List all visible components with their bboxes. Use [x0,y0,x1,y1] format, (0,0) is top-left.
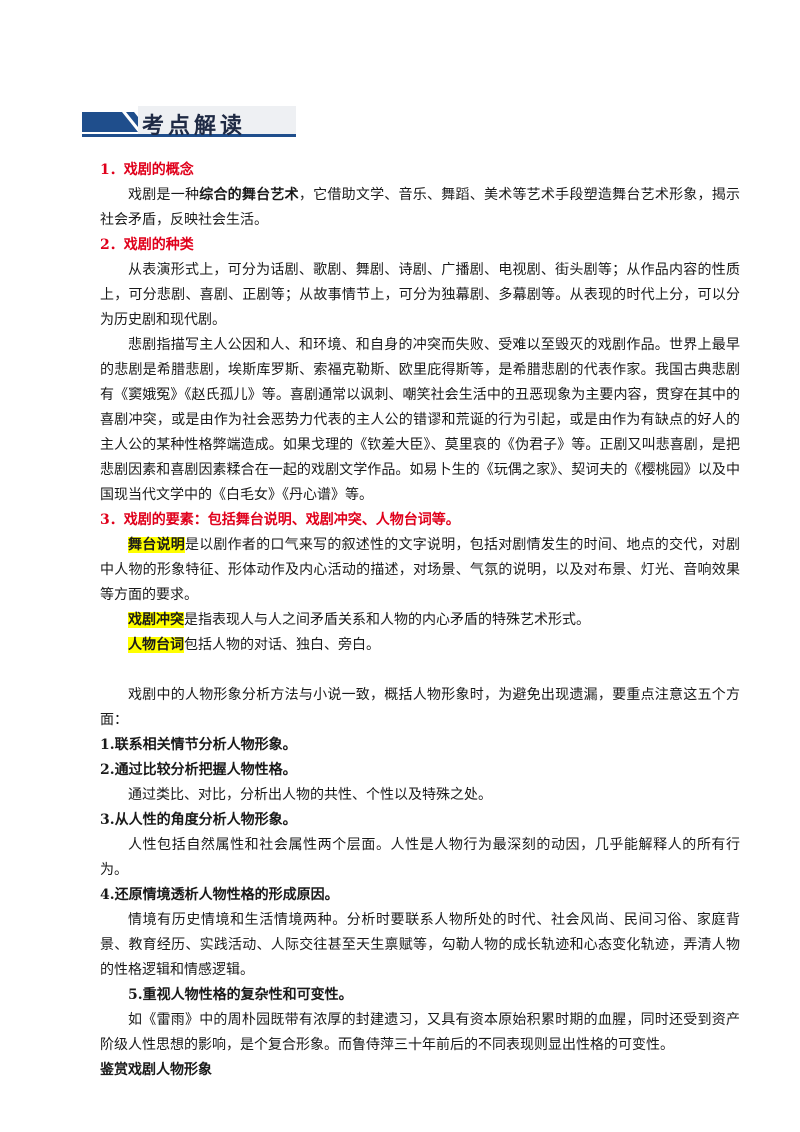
section-banner: 考点解读 [82,106,296,140]
para-drama-concept: 戏剧是一种综合的舞台艺术，它借助文学、音乐、舞蹈、美术等艺术手段塑造舞台艺术形象… [100,183,740,233]
text: 包括人物的对话、独白、旁白。 [184,637,380,653]
text: 是以剧作者的口气来写的叙述性的文字说明，包括对剧情发生的时间、地点的交代，对剧中… [100,537,740,603]
para-point-2: 通过类比、对比，分析出人物的共性、个性以及特殊之处。 [128,787,492,803]
text: 是指表现人与人之间矛盾关系和人物的内心矛盾的特殊艺术形式。 [184,612,590,628]
bold-term: 综合的舞台艺术 [199,187,299,203]
heading-point-4: 4.还原情境透析人物性格的形成原因。 [100,887,339,903]
para-point-5: 如《雷雨》中的周朴园既带有浓厚的封建遗习，又具有资本原始积累时期的血腥，同时还受… [100,1012,740,1053]
heading-drama-concept: 1．戏剧的概念 [100,162,194,178]
text: ，它借助文学、音乐、舞蹈、美术等艺术手段塑造舞台艺术形象，揭示社会矛盾，反映社会… [100,187,741,228]
highlight-term: 人物台词 [128,637,184,653]
text: 戏剧是一种 [128,187,200,203]
banner-stripe-graphic [82,106,296,137]
para-stage-direction: 舞台说明是以剧作者的口气来写的叙述性的文字说明，包括对剧情发生的时间、地点的交代… [100,533,740,608]
section-title: 考点解读 [142,113,247,139]
main-content: 1．戏剧的概念 戏剧是一种综合的舞台艺术，它借助文学、音乐、舞蹈、美术等艺术手段… [100,158,740,1083]
para-point-3: 人性包括自然属性和社会属性两个层面。人性是人物行为最深刻的动因，几乎能解释人的所… [100,837,740,878]
para-point-4: 情境有历史情境和生活情境两种。分析时要联系人物所处的时代、社会风尚、民间习俗、家… [100,912,740,978]
heading-drama-types: 2．戏剧的种类 [100,237,194,253]
highlight-term: 舞台说明 [128,537,185,553]
para-character-lines: 人物台词包括人物的对话、独白、旁白。 [100,633,740,658]
heading-point-2: 2.通过比较分析把握人物性格。 [100,762,297,778]
heading-point-1: 1.联系相关情节分析人物形象。 [100,737,297,753]
highlight-term: 戏剧冲突 [128,612,184,628]
para-analysis-intro: 戏剧中的人物形象分析方法与小说一致，概括人物形象时，为避免出现遗漏，要重点注意这… [100,687,740,728]
heading-drama-elements: 3．戏剧的要素：包括舞台说明、戏剧冲突、人物台词等。 [100,512,460,528]
para-tragedy-comedy: 悲剧指描写主人公因和人、和环境、和自身的冲突而失败、受难以至毁灭的戏剧作品。世界… [100,337,740,503]
heading-appreciate-characters: 鉴赏戏剧人物形象 [100,1062,212,1078]
para-drama-types: 从表演形式上，可分为话剧、歌剧、舞剧、诗剧、广播剧、电视剧、街头剧等；从作品内容… [100,262,740,328]
para-dramatic-conflict: 戏剧冲突是指表现人与人之间矛盾关系和人物的内心矛盾的特殊艺术形式。 [100,608,740,633]
spacer [100,658,740,683]
heading-point-5: 5.重视人物性格的复杂性和可变性。 [128,987,353,1003]
heading-point-3: 3.从人性的角度分析人物形象。 [100,812,297,828]
